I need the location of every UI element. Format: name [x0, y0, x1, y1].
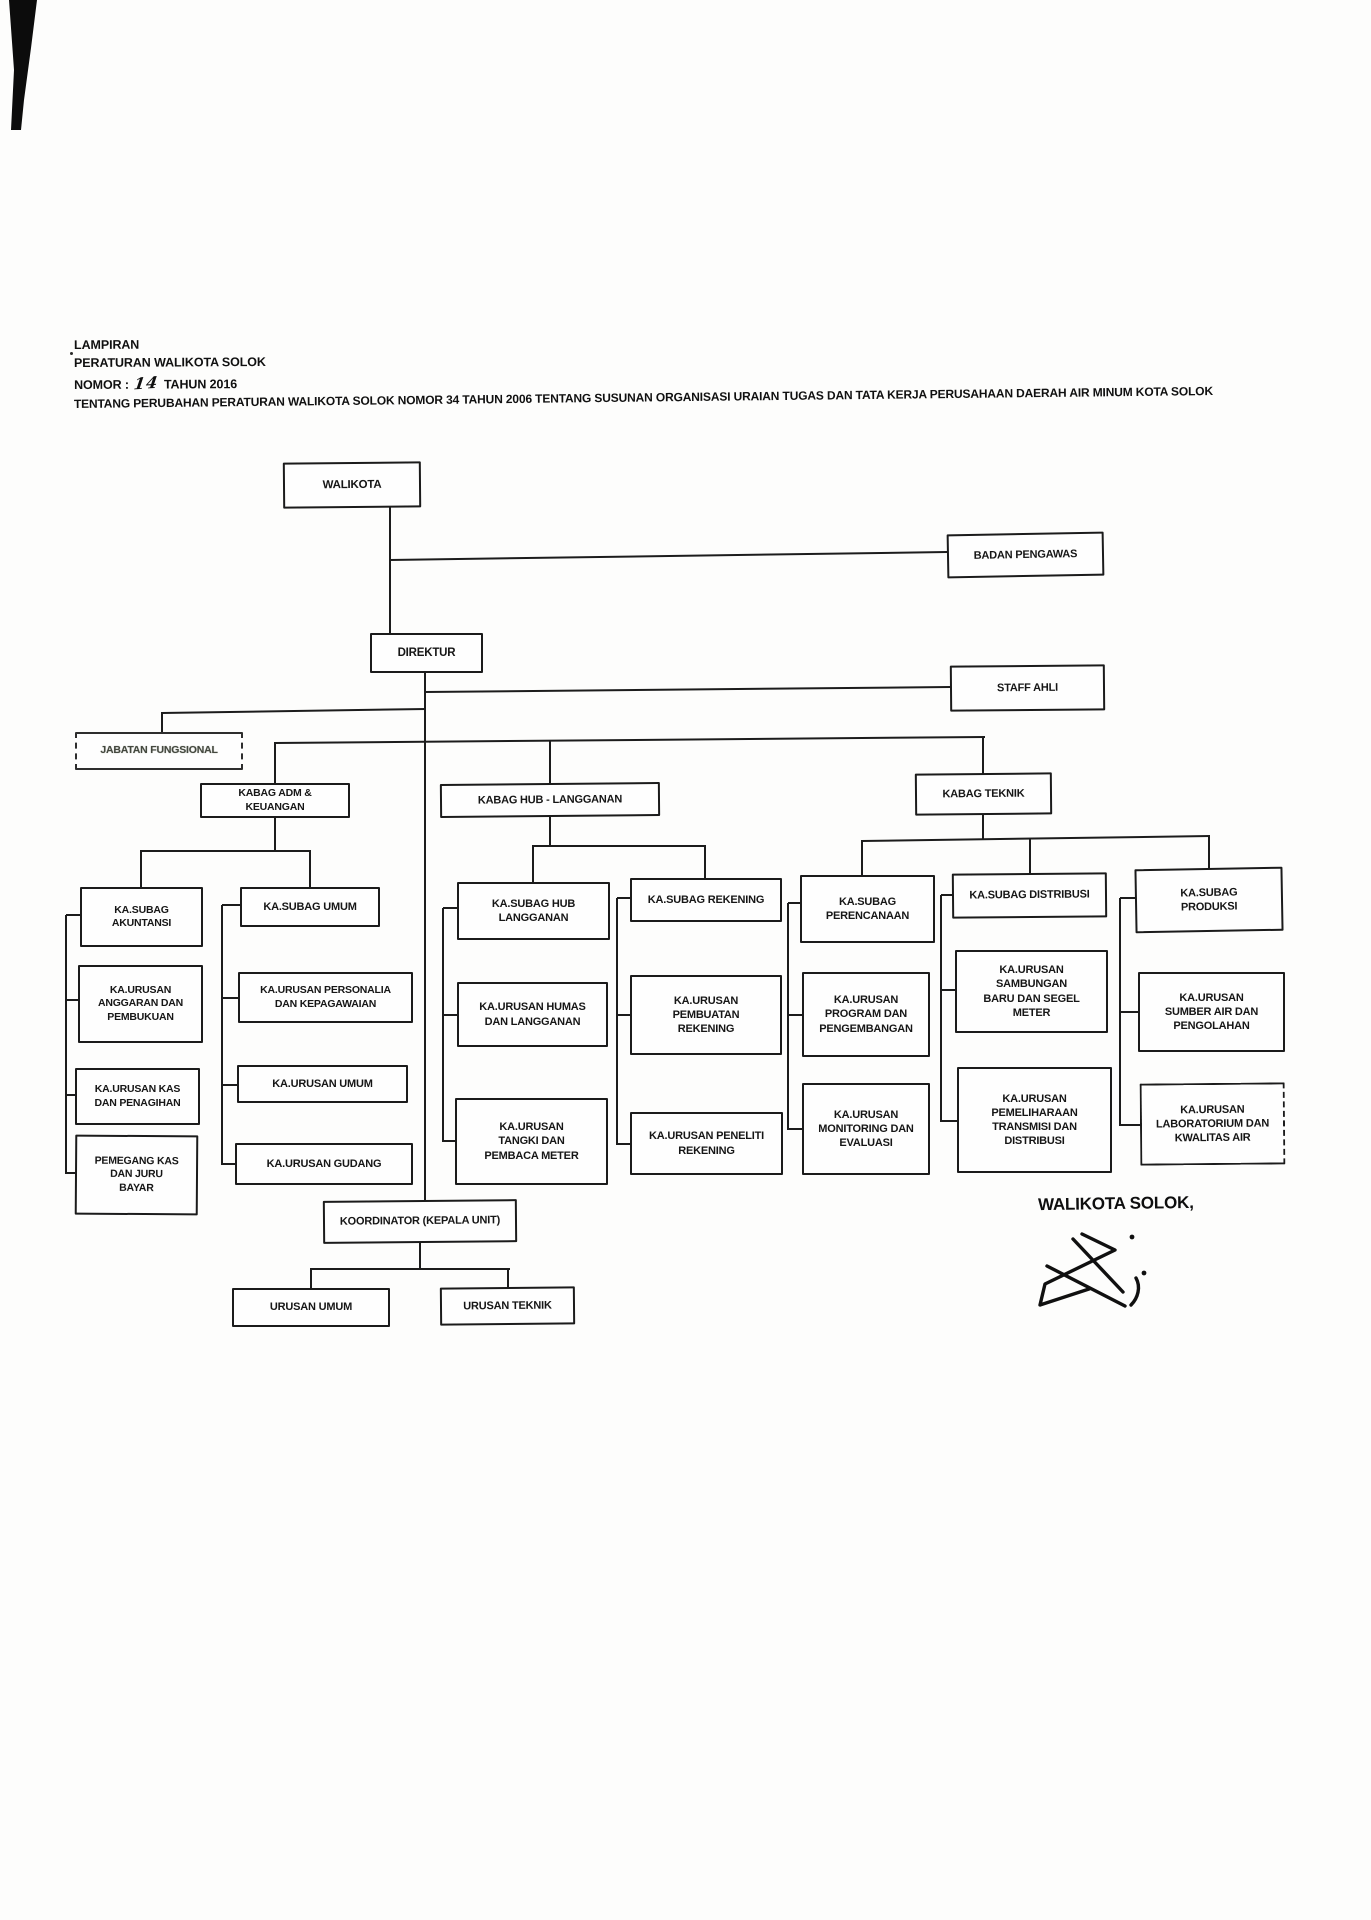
- node-ka-urusan-kas-penagihan: KA.URUSAN KAS DAN PENAGIHAN: [75, 1068, 200, 1125]
- node-badan-pengawas: BADAN PENGAWAS: [946, 531, 1105, 579]
- scan-corner-mark: [9, 0, 37, 130]
- node-kabag-hub-langganan: KABAG HUB - LANGGANAN: [439, 782, 661, 818]
- signature-title: WALIKOTA SOLOK,: [1037, 1192, 1194, 1215]
- node-ka-urusan-sambungan-segel-meter: KA.URUSAN SAMBUNGAN BARU DAN SEGEL METER: [955, 950, 1108, 1033]
- node-kabag-teknik: KABAG TEKNIK: [914, 772, 1053, 816]
- node-ka-urusan-peneliti-rekening: KA.URUSAN PENELITI REKENING: [630, 1112, 783, 1175]
- node-koordinator-kepala-unit: KOORDINATOR (KEPALA UNIT): [322, 1199, 518, 1244]
- node-ka-urusan-pemeliharaan-transmisi: KA.URUSAN PEMELIHARAAN TRANSMISI DAN DIS…: [957, 1067, 1112, 1173]
- node-ka-subag-produksi: KA.SUBAG PRODUKSI: [1134, 866, 1284, 934]
- node-walikota: WALIKOTA: [282, 461, 422, 509]
- node-direktur: DIREKTUR: [370, 633, 483, 673]
- node-ka-urusan-monitoring-evaluasi: KA.URUSAN MONITORING DAN EVALUASI: [802, 1083, 930, 1175]
- node-ka-urusan-tangki-pembaca-meter: KA.URUSAN TANGKI DAN PEMBACA METER: [455, 1098, 608, 1185]
- node-ka-urusan-laboratorium-kwalitas: KA.URUSAN LABORATORIUM DAN KWALITAS AIR: [1139, 1082, 1286, 1166]
- node-urusan-umum: URUSAN UMUM: [232, 1288, 390, 1327]
- node-ka-urusan-sumber-air-pengolahan: KA.URUSAN SUMBER AIR DAN PENGOLAHAN: [1138, 972, 1285, 1052]
- node-urusan-teknik: URUSAN TEKNIK: [439, 1286, 576, 1326]
- node-ka-urusan-gudang: KA.URUSAN GUDANG: [235, 1143, 413, 1185]
- node-ka-subag-distribusi: KA.SUBAG DISTRIBUSI: [951, 872, 1108, 919]
- node-ka-urusan-pembuatan-rekening: KA.URUSAN PEMBUATAN REKENING: [630, 975, 782, 1055]
- node-pemegang-kas-juru-bayar: PEMEGANG KAS DAN JURU BAYAR: [74, 1134, 199, 1216]
- node-staff-ahli: STAFF AHLI: [949, 664, 1106, 712]
- node-ka-urusan-humas-langganan: KA.URUSAN HUMAS DAN LANGGANAN: [457, 982, 608, 1047]
- node-ka-urusan-anggaran-pembukuan: KA.URUSAN ANGGARAN DAN PEMBUKUAN: [78, 965, 203, 1043]
- node-ka-subag-hub-langganan: KA.SUBAG HUB LANGGANAN: [457, 882, 610, 940]
- node-kabag-adm-keuangan: KABAG ADM & KEUANGAN: [200, 783, 350, 818]
- node-ka-subag-akuntansi: KA.SUBAG AKUNTANSI: [80, 887, 203, 947]
- node-ka-urusan-program-pengembangan: KA.URUSAN PROGRAM DAN PENGEMBANGAN: [802, 972, 930, 1057]
- node-ka-subag-rekening: KA.SUBAG REKENING: [630, 878, 782, 922]
- scan-speck: [70, 352, 73, 355]
- node-jabatan-fungsional: JABATAN FUNGSIONAL: [75, 732, 243, 770]
- node-ka-subag-perencanaan: KA.SUBAG PERENCANAAN: [800, 875, 935, 943]
- node-ka-urusan-umum: KA.URUSAN UMUM: [237, 1065, 408, 1103]
- node-ka-urusan-personalia-kepagawaian: KA.URUSAN PERSONALIA DAN KEPAGAWAIAN: [238, 972, 413, 1023]
- signature-scribble: [1038, 1232, 1147, 1308]
- node-ka-subag-umum: KA.SUBAG UMUM: [240, 887, 380, 927]
